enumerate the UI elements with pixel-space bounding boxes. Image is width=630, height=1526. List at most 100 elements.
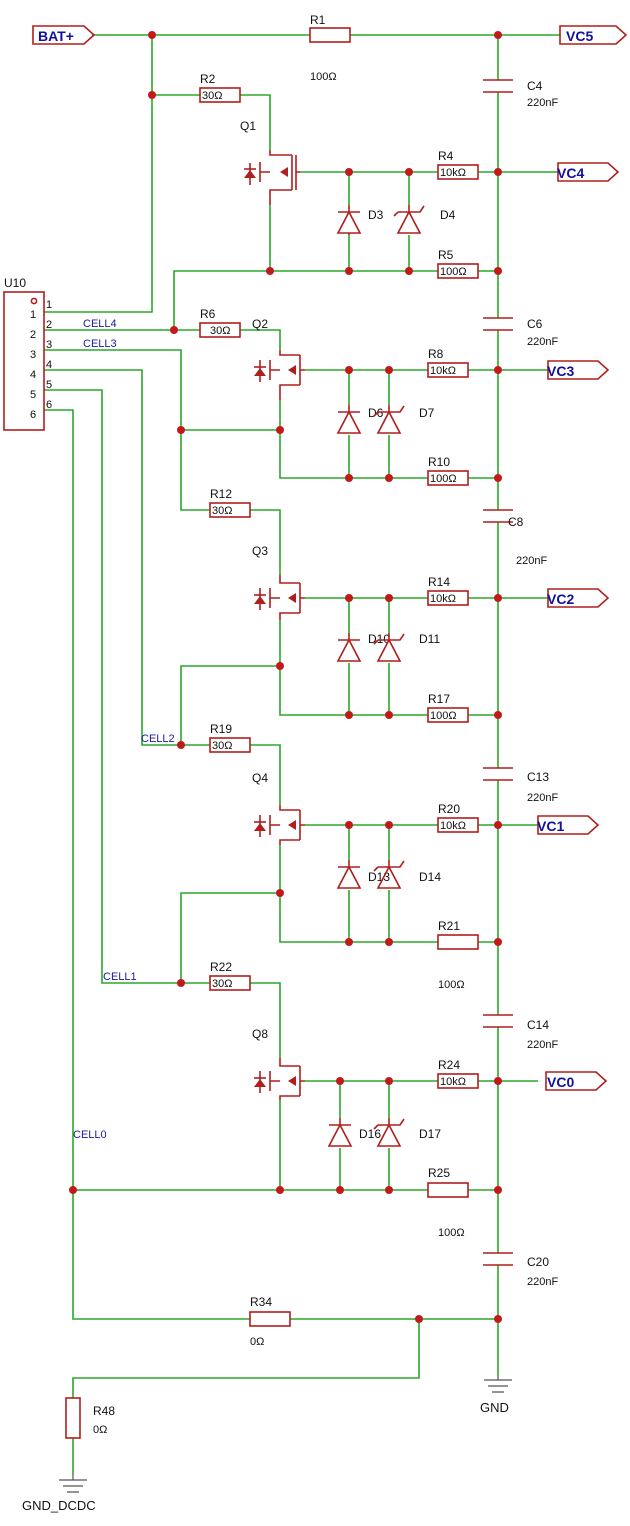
capacitor-ref: C6 bbox=[527, 317, 543, 331]
capacitor-c8: C8 220nF bbox=[483, 509, 547, 567]
connector-pin: 2 bbox=[30, 329, 36, 341]
pin-number: 4 bbox=[46, 359, 52, 371]
pin-number: 2 bbox=[46, 319, 52, 331]
resistor-r19: R19 30Ω bbox=[209, 722, 251, 753]
mosfet-ref: Q4 bbox=[252, 771, 268, 785]
diode-ref: D7 bbox=[419, 406, 435, 420]
capacitor-ref: C14 bbox=[527, 1018, 549, 1032]
resistor-r6: R6 30Ω bbox=[199, 307, 241, 338]
resistor-r5: R5 100Ω bbox=[437, 248, 479, 279]
connector-u10: U10 1 2 3 4 5 6 1 2 3 4 5 6 bbox=[3, 276, 52, 431]
capacitor-value: 220nF bbox=[527, 1039, 558, 1051]
capacitor-c13: C13 220nF bbox=[483, 767, 558, 804]
capacitor-value: 220nF bbox=[527, 336, 558, 348]
diode-ref: D4 bbox=[440, 208, 456, 222]
resistor-value: 10kΩ bbox=[440, 1076, 466, 1088]
resistor-value: 0Ω bbox=[250, 1336, 264, 1348]
port-vc5-label: VC5 bbox=[566, 28, 593, 44]
capacitor-ref: C13 bbox=[527, 770, 549, 784]
resistor-ref: R34 bbox=[250, 1295, 272, 1309]
mosfet-ref: Q2 bbox=[252, 317, 268, 331]
port-vc1-label: VC1 bbox=[537, 818, 564, 834]
diode-ref: D11 bbox=[419, 632, 440, 646]
resistor-value: 30Ω bbox=[210, 325, 230, 337]
resistor-ref: R20 bbox=[438, 802, 460, 816]
diode-d10: D10 bbox=[336, 632, 390, 662]
connector-pin: 1 bbox=[30, 309, 36, 321]
diode-ref: D10 bbox=[368, 632, 390, 646]
resistor-r20: R20 10kΩ bbox=[437, 802, 479, 833]
mosfet-q1: Q1 bbox=[240, 119, 300, 205]
resistor-ref: R19 bbox=[210, 722, 232, 736]
mosfet-ref: Q8 bbox=[252, 1027, 268, 1041]
resistor-value: 100Ω bbox=[430, 710, 457, 722]
resistor-value: 30Ω bbox=[202, 90, 222, 102]
diode-ref: D16 bbox=[359, 1127, 381, 1141]
connector-pin: 6 bbox=[30, 409, 36, 421]
resistor-value: 30Ω bbox=[212, 505, 232, 517]
port-vc4: VC4 bbox=[557, 162, 620, 182]
resistor-value: 100Ω bbox=[310, 71, 337, 83]
resistor-value: 10kΩ bbox=[440, 820, 466, 832]
connector-pin: 3 bbox=[30, 349, 36, 361]
port-vc3: VC3 bbox=[547, 360, 610, 380]
resistor-r8: R8 10kΩ bbox=[427, 347, 469, 378]
capacitor-c4: C4 220nF bbox=[483, 79, 558, 109]
resistor-ref: R1 bbox=[310, 13, 326, 27]
diode-d13: D13 bbox=[336, 860, 390, 889]
resistor-value: 100Ω bbox=[430, 473, 457, 485]
wires bbox=[44, 34, 560, 1475]
capacitor-c6: C6 220nF bbox=[483, 317, 558, 348]
diode-ref: D17 bbox=[419, 1127, 441, 1141]
resistor-r2: R2 30Ω bbox=[199, 72, 241, 103]
capacitor-value: 220nF bbox=[527, 97, 558, 109]
resistor-r22: R22 30Ω bbox=[209, 960, 251, 991]
capacitor-value: 220nF bbox=[527, 1276, 558, 1288]
resistor-r25: R25 100Ω bbox=[427, 1166, 469, 1239]
mosfet-q2: Q2 bbox=[252, 317, 305, 400]
resistor-r24: R24 10kΩ bbox=[437, 1058, 479, 1089]
capacitor-ref: C4 bbox=[527, 79, 543, 93]
port-vc3-label: VC3 bbox=[547, 363, 574, 379]
resistor-value: 100Ω bbox=[440, 266, 467, 278]
net-label-cell1: CELL1 bbox=[103, 971, 137, 983]
resistor-ref: R8 bbox=[428, 347, 444, 361]
net-label-cell0: CELL0 bbox=[73, 1129, 107, 1141]
pin-number: 6 bbox=[46, 399, 52, 411]
diode-d7: D7 bbox=[373, 405, 435, 434]
ground-symbol-gnd: GND bbox=[480, 1375, 512, 1415]
resistor-value: 10kΩ bbox=[430, 365, 456, 377]
port-vc2: VC2 bbox=[547, 588, 610, 608]
pin-number: 3 bbox=[46, 339, 52, 351]
diode-ref: D6 bbox=[368, 406, 384, 420]
capacitor-value: 220nF bbox=[527, 792, 558, 804]
resistor-ref: R22 bbox=[210, 960, 232, 974]
pin-number: 1 bbox=[46, 299, 52, 311]
resistor-value: 0Ω bbox=[93, 1424, 107, 1436]
resistor-r14: R14 10kΩ bbox=[427, 575, 469, 606]
resistor-r4: R4 10kΩ bbox=[437, 149, 479, 180]
connector-pin: 5 bbox=[30, 389, 36, 401]
resistor-r48: R48 0Ω bbox=[65, 1397, 115, 1439]
resistor-r34: R34 0Ω bbox=[249, 1295, 291, 1348]
net-label-cell3: CELL3 bbox=[83, 338, 117, 350]
resistor-ref: R14 bbox=[428, 575, 450, 589]
port-vc1: VC1 bbox=[537, 815, 600, 835]
diode-ref: D3 bbox=[368, 208, 384, 222]
resistor-value: 10kΩ bbox=[440, 167, 466, 179]
resistor-ref: R2 bbox=[200, 72, 216, 86]
resistor-ref: R5 bbox=[438, 248, 454, 262]
diode-ref: D14 bbox=[419, 870, 441, 884]
port-bat-plus: BAT+ bbox=[32, 25, 96, 45]
capacitor-c20: C20 220nF bbox=[483, 1252, 558, 1288]
resistor-value: 10kΩ bbox=[430, 593, 456, 605]
port-vc0-label: VC0 bbox=[547, 1074, 574, 1090]
resistor-r1: R1 100Ω bbox=[309, 13, 351, 83]
port-bat-label: BAT+ bbox=[38, 28, 74, 44]
resistor-ref: R21 bbox=[438, 919, 460, 933]
mosfet-ref: Q1 bbox=[240, 119, 256, 133]
ground-label: GND_DCDC bbox=[22, 1498, 96, 1513]
capacitor-c14: C14 220nF bbox=[483, 1014, 558, 1051]
net-label-cell2: CELL2 bbox=[141, 733, 175, 745]
